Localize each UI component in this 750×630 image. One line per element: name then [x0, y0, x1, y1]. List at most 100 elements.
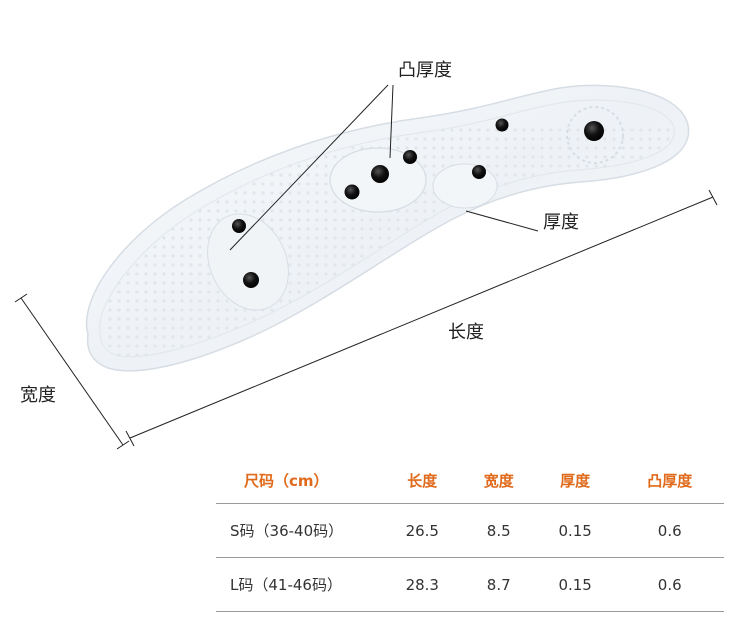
massage-dot [333, 272, 337, 276]
massage-dot [288, 272, 292, 276]
massage-dot [153, 308, 157, 312]
massage-dot [297, 209, 301, 213]
massage-dot [288, 245, 292, 249]
massage-dot [369, 236, 373, 240]
massage-dot [648, 128, 652, 132]
massage-dot [360, 227, 364, 231]
massage-dot [324, 218, 328, 222]
cell-width: 8.5 [462, 503, 535, 558]
massage-dot [342, 227, 346, 231]
massage-dot [171, 263, 175, 267]
massage-dot [351, 263, 355, 267]
massage-dot [171, 299, 175, 303]
massage-dot [180, 254, 184, 258]
massage-dot [135, 326, 139, 330]
width-tick-bottom [116, 440, 130, 450]
massage-dot [117, 326, 121, 330]
massage-dot [450, 155, 454, 159]
massage-dot [144, 326, 148, 330]
massage-dot [180, 236, 184, 240]
massage-dot [279, 227, 283, 231]
massage-dot [333, 218, 337, 222]
massage-dot [315, 236, 319, 240]
massage-dot [162, 281, 166, 285]
header-width: 宽度 [462, 458, 535, 504]
massage-dot [306, 236, 310, 240]
massage-dot [135, 281, 139, 285]
massage-dot [117, 290, 121, 294]
massage-dot [261, 191, 265, 195]
massage-dot [270, 173, 274, 177]
toe-pad-ring [566, 106, 624, 164]
massage-dot [522, 146, 526, 150]
massage-dot [135, 299, 139, 303]
insole-illustration [14, 84, 718, 450]
massage-dot [288, 218, 292, 222]
massage-dot [225, 209, 229, 213]
massage-dot [198, 263, 202, 267]
header-convex-thickness: 凸厚度 [615, 458, 724, 504]
massage-dot [531, 128, 535, 132]
massage-dot [108, 317, 112, 321]
massage-dot [495, 146, 499, 150]
massage-dot [432, 137, 436, 141]
massage-dot [198, 209, 202, 213]
massage-dot [297, 200, 301, 204]
massage-dot [234, 326, 238, 330]
massage-dot [117, 353, 121, 357]
massage-dot [612, 137, 616, 141]
massage-dot [315, 209, 319, 213]
massage-dot [126, 317, 130, 321]
thickness-leader [465, 210, 539, 232]
massage-dot [396, 137, 400, 141]
massage-dot [189, 290, 193, 294]
massage-dot [387, 227, 391, 231]
convex-thickness-label: 凸厚度 [398, 60, 452, 81]
massage-dot [216, 299, 220, 303]
massage-dot [153, 254, 157, 258]
massage-dot [621, 146, 625, 150]
massage-dot [189, 245, 193, 249]
massage-dot [333, 254, 337, 258]
massage-dot [504, 173, 508, 177]
massage-dot [279, 191, 283, 195]
massage-dot [405, 218, 409, 222]
massage-dot [162, 263, 166, 267]
massage-dot [144, 308, 148, 312]
massage-dot [225, 308, 229, 312]
cell-width: 8.7 [462, 557, 535, 612]
massage-dot [324, 164, 328, 168]
massage-dot [531, 173, 535, 177]
massage-dot [360, 236, 364, 240]
massage-dot [351, 209, 355, 213]
massage-dot [207, 290, 211, 294]
massage-dot [432, 173, 436, 177]
massage-dot [324, 272, 328, 276]
massage-dot [333, 245, 337, 249]
massage-dot [144, 272, 148, 276]
massage-dot [126, 290, 130, 294]
massage-dot [648, 146, 652, 150]
massage-dot [378, 218, 382, 222]
massage-dot [315, 281, 319, 285]
massage-dot [594, 155, 598, 159]
massage-dot [135, 290, 139, 294]
massage-dot [198, 317, 202, 321]
massage-dot [180, 245, 184, 249]
massage-dot [522, 155, 526, 159]
massage-dot [657, 137, 661, 141]
massage-dot [216, 218, 220, 222]
massage-dot [180, 281, 184, 285]
massage-dot [180, 335, 184, 339]
insole-rim [99, 99, 675, 358]
massage-dot [162, 254, 166, 258]
massage-dot [153, 272, 157, 276]
massage-dot [243, 209, 247, 213]
massage-dot [288, 299, 292, 303]
size-table: 尺码（cm） 长度 宽度 厚度 凸厚度 S码（36-40码） 26.5 8.5 … [216, 458, 724, 612]
massage-dot [513, 155, 517, 159]
massage-dot [315, 173, 319, 177]
massage-dot [585, 164, 589, 168]
massage-dot [342, 245, 346, 249]
massage-dot [522, 137, 526, 141]
